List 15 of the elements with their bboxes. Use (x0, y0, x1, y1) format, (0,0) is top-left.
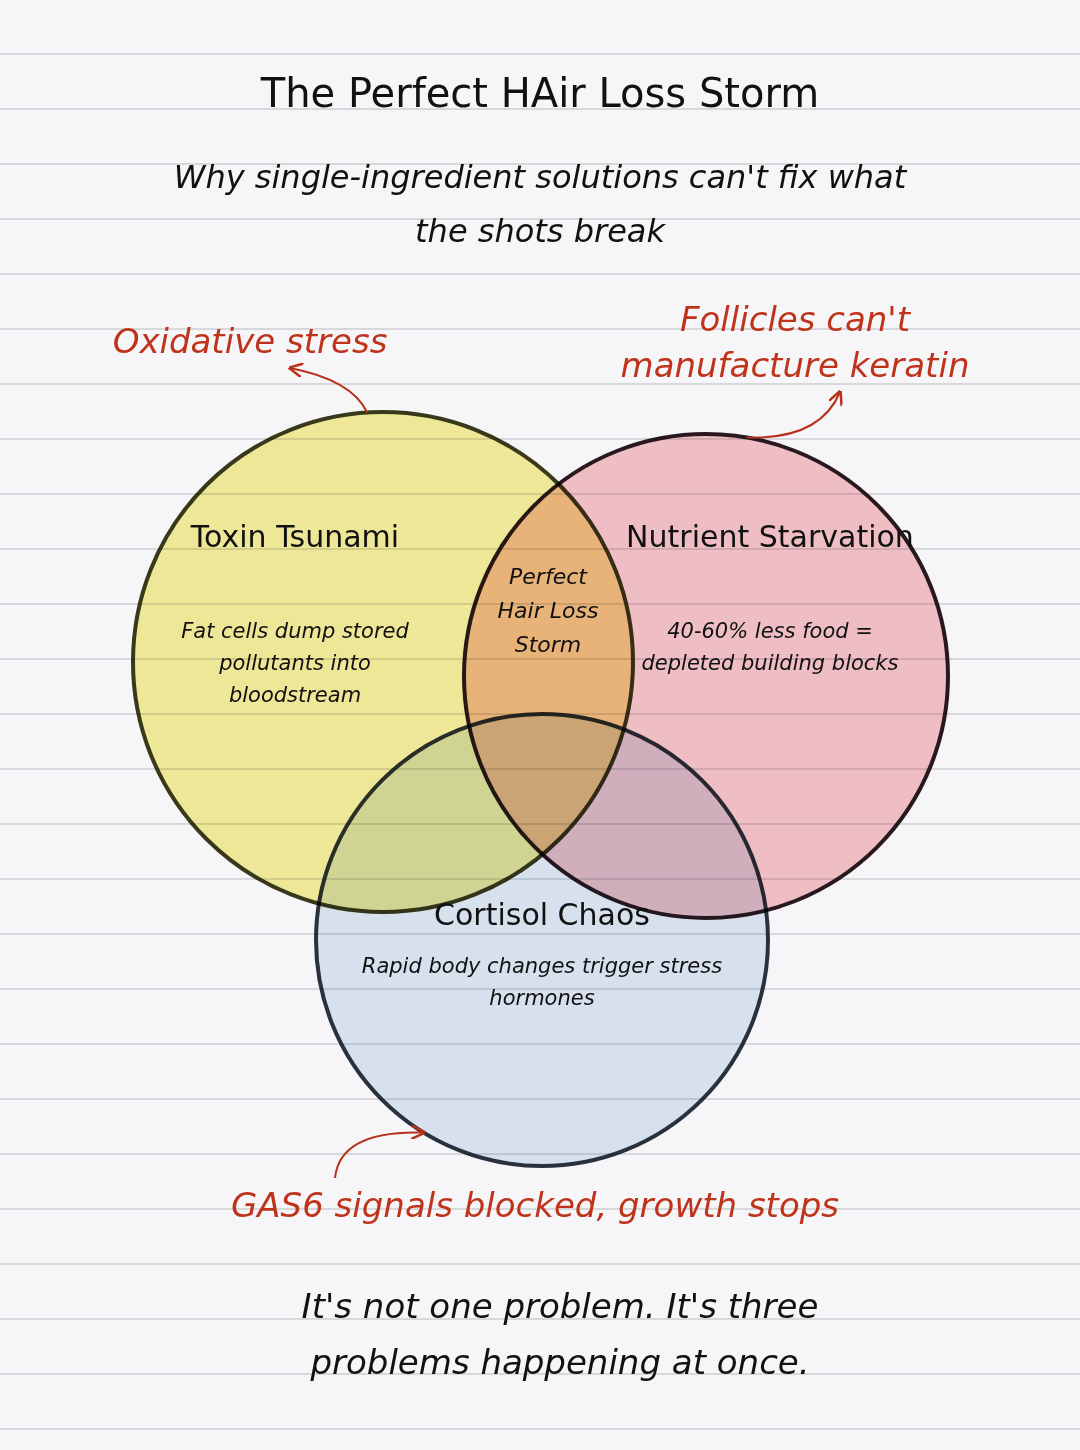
curved-arrow (745, 389, 843, 439)
circle-heading: Toxin Tsunami (189, 518, 401, 556)
conclusion-text: It's not one problem. It's three problems happening at once. (300, 1285, 820, 1384)
circle-description: Rapid body changes trigger stress hormones (360, 953, 724, 1012)
subtitle: Why single-ingredient solutions can't fix what the shots break (172, 157, 909, 252)
curved-arrow (287, 362, 369, 414)
title: The Perfect HAir Loss Storm (259, 70, 821, 116)
annotation-text: GAS6 signals blocked, growth stops (229, 1184, 841, 1227)
curved-arrow (334, 1124, 427, 1179)
annotation-text: Follicles can't manufacture keratin (619, 298, 971, 387)
circle-description: Fat cells dump stored pollutants into bloodstream (180, 618, 410, 709)
circle-heading: Cortisol Chaos (433, 896, 651, 934)
annotation-text: Oxidative stress (111, 320, 389, 363)
circle-description: 40-60% less food = depleted building blocks (640, 618, 900, 677)
overlap-label: Perfect Hair Loss Storm (496, 563, 600, 659)
